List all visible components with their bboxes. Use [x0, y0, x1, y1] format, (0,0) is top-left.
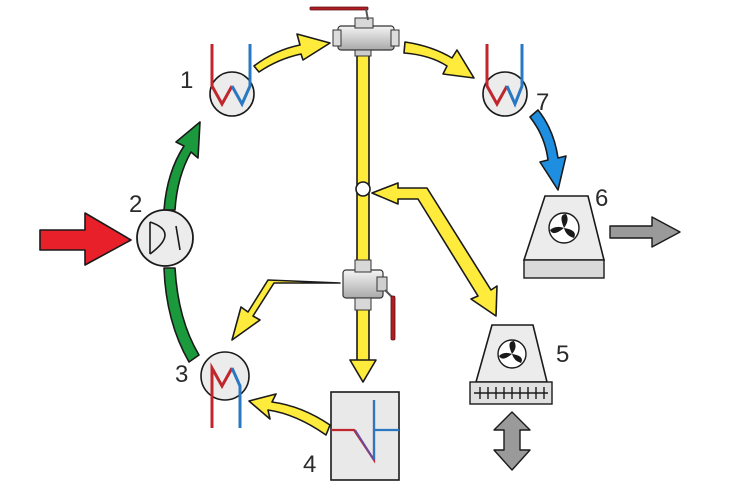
- label-6: 6: [595, 185, 608, 212]
- junction-node: [355, 181, 371, 197]
- yellow-pipes: [231, 33, 498, 436]
- label-1: 1: [180, 67, 193, 94]
- red-inlet-arrow: [39, 212, 132, 266]
- arrow-down-to-4: [349, 359, 377, 383]
- heat-exchanger-7-icon: [482, 44, 528, 117]
- arrow-lower-valve-to-3: [231, 279, 341, 341]
- gray-double-arrow: [493, 411, 531, 471]
- label-2: 2: [129, 191, 142, 218]
- lower-valve-icon: [342, 259, 396, 341]
- expansion-box-4-icon: [330, 391, 400, 481]
- fan-unit-5-icon: [469, 324, 553, 405]
- green-arrow-2-to-1: [163, 121, 201, 211]
- label-4: 4: [303, 451, 316, 478]
- gray-outlet-arrow: [609, 216, 681, 248]
- label-7: 7: [536, 89, 549, 116]
- top-valve-icon: [309, 6, 400, 57]
- label-5: 5: [556, 341, 569, 368]
- compressor-2-icon: [136, 209, 194, 267]
- heat-exchanger-3-icon: [200, 351, 250, 428]
- arrow-4-to-3: [248, 393, 331, 436]
- green-flow-arrows: [163, 121, 201, 363]
- arrow-junction-to-5: [371, 182, 498, 317]
- fan-unit-6-icon: [522, 195, 606, 279]
- heat-exchanger-1-icon: [209, 44, 255, 117]
- green-arrow-3-to-2: [163, 267, 200, 363]
- label-3: 3: [175, 361, 188, 388]
- main-vertical-pipe: [356, 51, 370, 363]
- blue-arrow-7-to-6: [529, 109, 567, 191]
- arrow-valve-to-7: [403, 41, 475, 79]
- arrow-1-to-valve: [253, 33, 331, 73]
